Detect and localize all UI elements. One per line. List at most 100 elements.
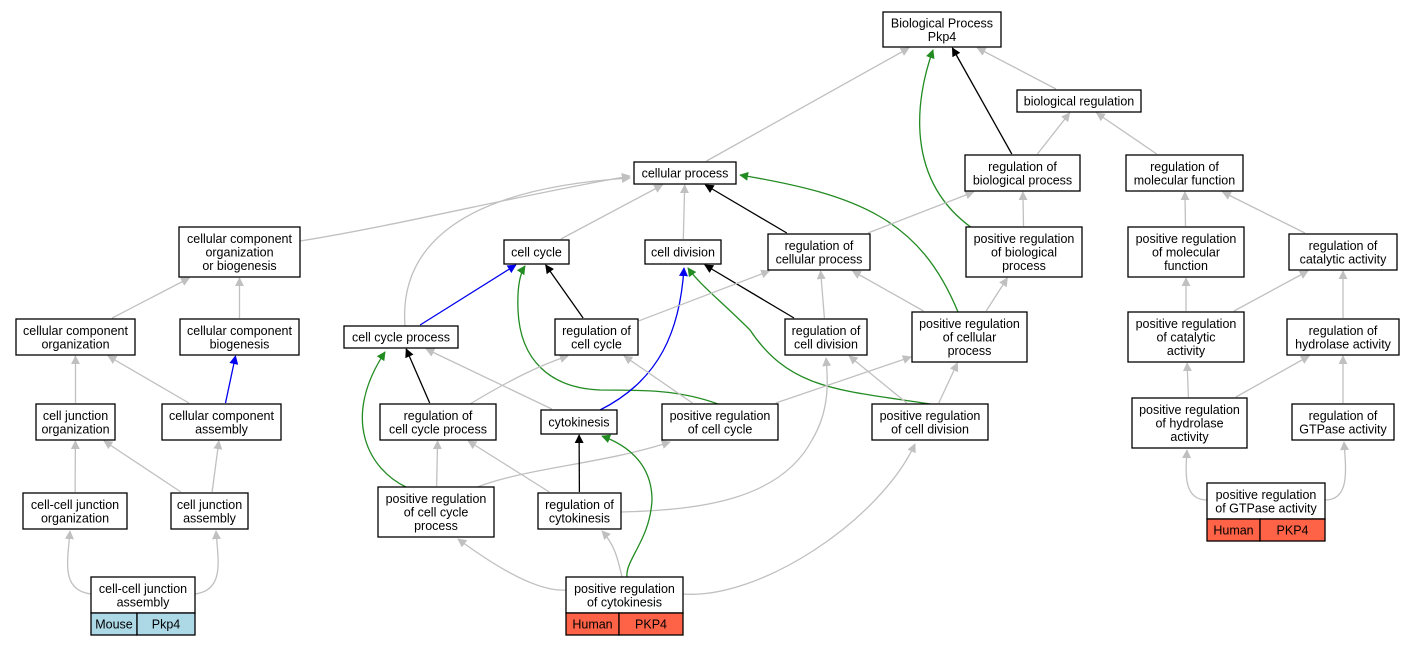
node-label-line: regulation of (1309, 409, 1378, 423)
node-label-line: regulation of (785, 239, 854, 253)
node-label-line: biological regulation (1024, 95, 1135, 109)
edge-is-a (1233, 270, 1309, 312)
node-box (767, 233, 871, 271)
node-box (503, 239, 570, 265)
node-box (1206, 482, 1326, 520)
node-label-line: cellular component (23, 324, 128, 338)
node-box (540, 409, 618, 435)
node-label-line: of cell division (891, 422, 969, 436)
node-label-line: of cell cycle (404, 506, 469, 520)
node-box (1288, 233, 1398, 271)
node-box (178, 226, 301, 278)
edge-positively-regulates (687, 267, 931, 405)
node-label-line: cell cycle (511, 246, 562, 260)
node-label-line: positive regulation (1136, 232, 1237, 246)
node-label-line: process (1002, 259, 1046, 273)
edge-part-of (704, 184, 788, 234)
node-box (379, 403, 497, 441)
node-label-line: of molecular (1152, 246, 1220, 260)
edge-is-a (457, 538, 567, 591)
node-label-line: catalytic activity (1300, 252, 1388, 266)
node-label-line: cellular process (642, 167, 729, 181)
node-box (1291, 403, 1395, 441)
node-label-line: positive regulation (1136, 317, 1237, 331)
edge-is-a (194, 530, 222, 595)
edge-part-of (951, 47, 1013, 155)
node-cell-cycle[interactable]: cell cycle (503, 239, 570, 265)
node-label-line: assembly (195, 422, 249, 436)
edge-is-a (1180, 191, 1190, 227)
node-label-line: assembly (117, 595, 171, 609)
node-cell-cycle-process[interactable]: cell cycle process (343, 325, 459, 349)
edge-is-a (623, 355, 693, 404)
node-label-line: organization (41, 337, 109, 351)
node-biological-regulation[interactable]: biological regulation (1016, 89, 1142, 113)
edge-is-a (111, 277, 191, 319)
node-box (1131, 397, 1248, 449)
edge-is-a (1221, 191, 1306, 234)
node-box (377, 486, 495, 538)
node-box (537, 492, 622, 530)
node-cellular-process[interactable]: cellular process (633, 161, 737, 185)
edge-is-a (432, 440, 442, 487)
node-box (1127, 311, 1245, 363)
node-label-line: positive regulation (386, 492, 487, 506)
node-label-line: process (414, 519, 458, 533)
edge-is-a (469, 354, 569, 405)
annotation-gene-label: PKP4 (1277, 524, 1309, 538)
annotation-gene-cell (1259, 518, 1326, 542)
node-cell-division[interactable]: cell division (644, 239, 722, 265)
node-box (15, 318, 136, 356)
node-box (22, 492, 128, 530)
edge-is-a (467, 440, 550, 493)
annotation-gene-cell (618, 612, 684, 636)
node-box (1127, 226, 1245, 278)
edge-is-a (64, 530, 92, 595)
node-label-line: cell-cell junction (99, 582, 187, 596)
edge-is-a (1182, 362, 1192, 398)
edge-is-a (620, 357, 832, 513)
node-label-line: positive regulation (919, 317, 1020, 331)
node-box (965, 226, 1083, 278)
node-cytokinesis[interactable]: cytokinesis (540, 409, 618, 435)
node-label-line: organization (41, 511, 109, 525)
node-label-line: positive regulation (974, 232, 1075, 246)
node-box (179, 318, 300, 356)
node-label-line: positive regulation (880, 409, 981, 423)
node-label-line: cellular component (187, 232, 292, 246)
edge-regulates (224, 355, 239, 404)
node-label-line: cell division (651, 246, 715, 260)
